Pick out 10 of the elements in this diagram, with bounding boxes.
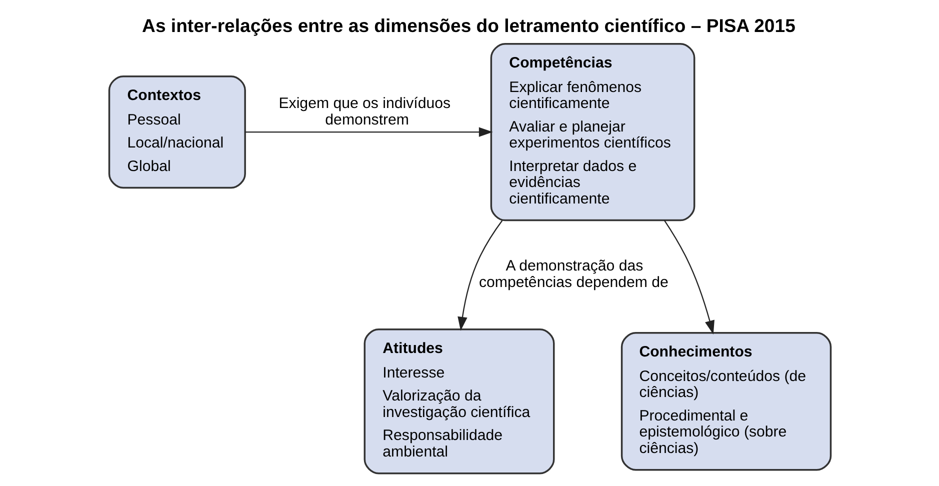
node-box: Conhecimentos Conceitos/conteúdos (de ciências) Procedimental e epistemológico (sobre ciências) [620,332,832,470]
arrow [244,126,492,136]
diagram-title: As inter-relações entre as dimensões do letramento científico – PISA 2015 [142,14,795,36]
edge-label: A demonstração das competências dependem de [478,257,668,290]
arrow [457,220,502,330]
node-box: Atitudes Interesse Valorização da investigação científica Responsabilidade ambiental [363,328,554,474]
arrow [663,219,714,334]
node-box: Contextos Pessoal Local/nacional Global [108,74,246,188]
edge-label: Exigem que os indivíduos demonstrem [278,94,450,128]
node-box: Competências Explicar fenômenos cientificamente Avaliar e planejar experimentos científicos Interpretar dados e evidências cientificamente [490,42,695,221]
